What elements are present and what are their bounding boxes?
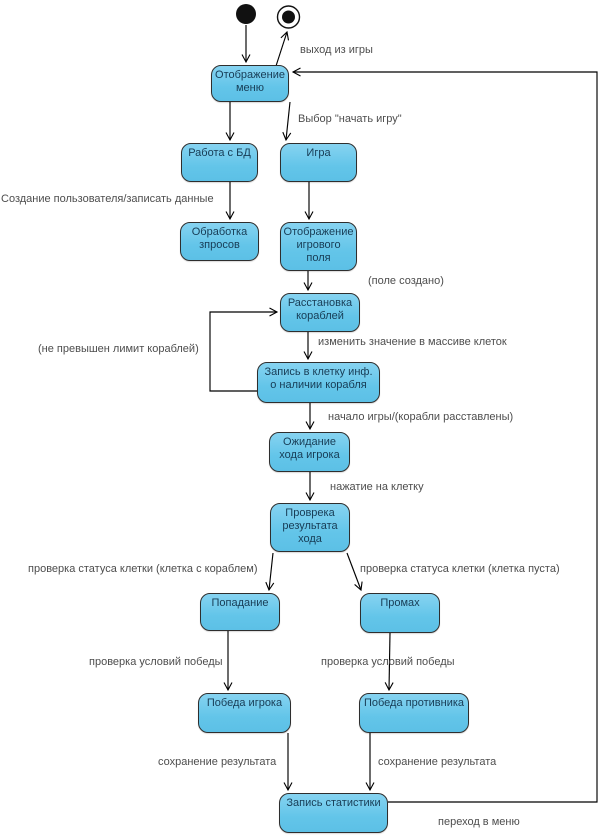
initial-state-icon[interactable] xyxy=(236,4,256,24)
state-write-cell[interactable]: Запись в клетку инф. о наличии корабля xyxy=(257,362,380,403)
edge-check-to-miss xyxy=(346,552,363,592)
edge-label-to-menu: переход в меню xyxy=(438,816,520,828)
edge-label-field-created: (поле создано) xyxy=(368,275,444,287)
edge-menu-to-final xyxy=(275,30,290,67)
final-state-icon[interactable] xyxy=(276,5,301,29)
edge-label-save-result-right: сохранение результата xyxy=(378,756,497,768)
state-db-work[interactable]: Работа с БД xyxy=(181,143,258,182)
state-game[interactable]: Игра xyxy=(280,143,357,182)
state-check-result[interactable]: Проврека результата хода xyxy=(270,503,350,552)
edge-label-win-check-left: проверка условий победы xyxy=(89,656,223,668)
edge-label-win-check-right: проверка условий победы xyxy=(321,656,455,668)
edge-label-change-array: изменить значение в массиве клеток xyxy=(318,336,507,348)
state-process-requests[interactable]: Обработка зпросов xyxy=(180,222,259,261)
edge-writecell-loop-placement xyxy=(209,307,279,392)
state-stats[interactable]: Запись статистики xyxy=(279,793,388,833)
edge-label-cell-status-empty: проверка статуса клетки (клетка пуста) xyxy=(360,563,560,575)
state-display-field[interactable]: Отображение игрового поля xyxy=(280,222,357,271)
edge-miss-to-opponentwin xyxy=(384,632,394,692)
edge-stats-to-menu-feedback xyxy=(291,67,598,803)
state-ship-placement[interactable]: Расстановка кораблей xyxy=(280,293,360,332)
edge-label-cell-status-ship: проверка статуса клетки (клетка с корабл… xyxy=(28,563,258,575)
edge-label-limit-not-exceeded: (не превышен лимит кораблей) xyxy=(38,343,199,355)
state-display-menu[interactable]: Отображение меню xyxy=(211,65,289,102)
state-player-win[interactable]: Победа игрока xyxy=(198,693,291,733)
edge-check-to-hit xyxy=(265,552,275,592)
edge-label-exit-game: выход из игры xyxy=(300,44,373,56)
state-wait-move[interactable]: Ожидание хода игрока xyxy=(269,432,350,472)
edge-label-save-result-left: сохранение результата xyxy=(158,756,277,768)
state-opponent-win[interactable]: Победа противника xyxy=(359,693,469,733)
edge-label-cell-click: нажатие на клетку xyxy=(330,481,424,493)
edge-label-create-user: Создание пользователя/записать данные xyxy=(1,193,214,205)
edge-label-choose-start: Выбор "начать игру" xyxy=(298,113,402,125)
edge-label-game-start: начало игры/(корабли расставлены) xyxy=(328,411,514,423)
edge-menu-to-game xyxy=(282,101,292,142)
state-miss[interactable]: Промах xyxy=(360,593,440,633)
state-hit[interactable]: Попадание xyxy=(200,593,280,631)
